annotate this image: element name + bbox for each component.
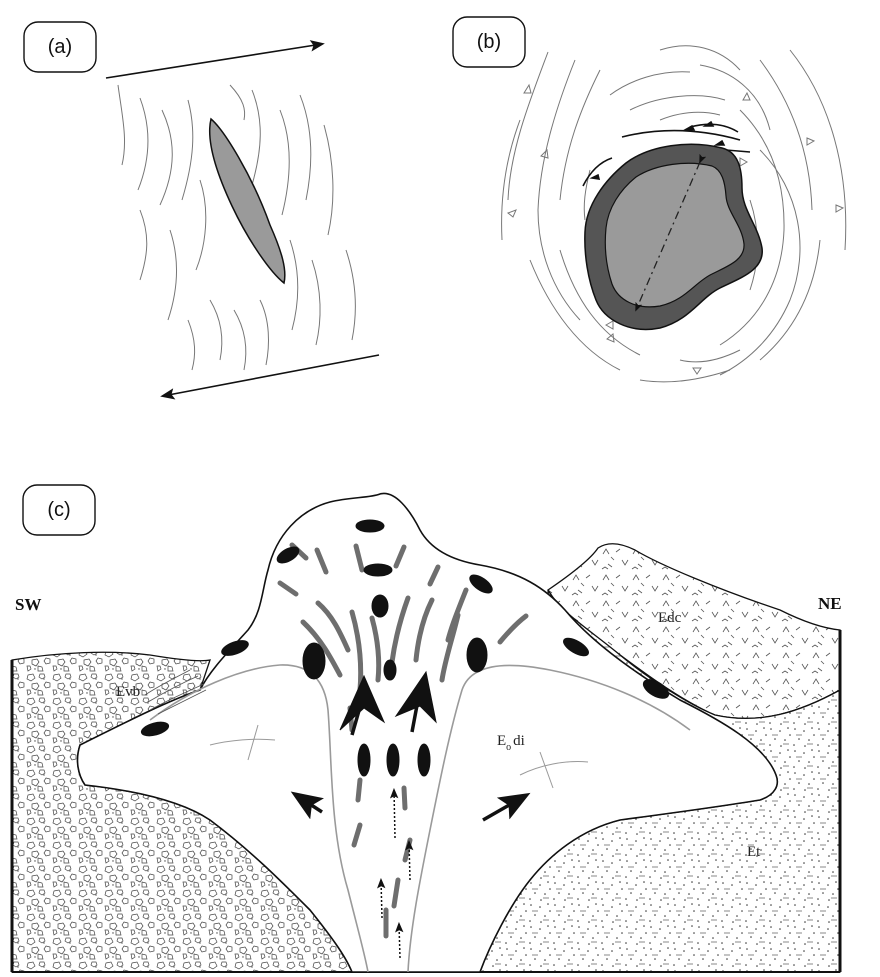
panel-b-label: (b) bbox=[477, 31, 501, 53]
panel-b: (b) bbox=[453, 17, 846, 382]
direction-sw: SW bbox=[15, 595, 41, 614]
shear-arrow-top bbox=[106, 44, 322, 78]
panel-a-label: (a) bbox=[48, 36, 72, 58]
sigmoid-clast bbox=[210, 119, 285, 283]
shear-arrow-bottom bbox=[163, 355, 379, 396]
panel-c: (c) SW NE bbox=[12, 485, 842, 972]
unit-et-label: Et bbox=[747, 844, 761, 860]
unit-evb-label: Evb bbox=[116, 684, 140, 700]
foliation-lines-a bbox=[118, 85, 355, 370]
panel-a: (a) bbox=[24, 22, 379, 396]
panel-c-label: (c) bbox=[47, 499, 70, 521]
unit-edc-label: Edc bbox=[658, 610, 682, 626]
direction-ne: NE bbox=[818, 594, 842, 613]
